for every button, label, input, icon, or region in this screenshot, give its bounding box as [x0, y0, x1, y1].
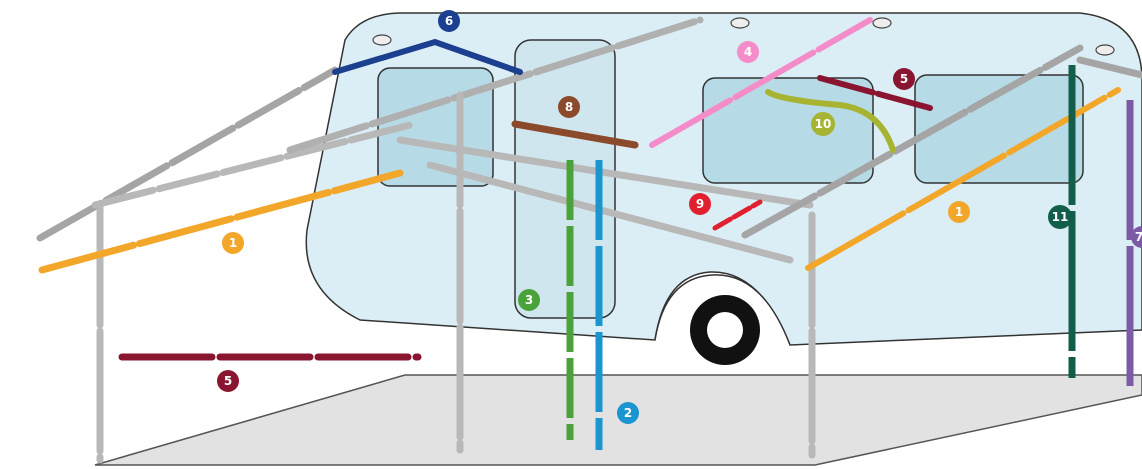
roof-pole-front-mid: [91, 121, 414, 209]
badge-5-top-label: 5: [900, 72, 908, 86]
badge-4: 4: [737, 41, 759, 63]
pole-1-rear: [805, 87, 1121, 271]
badge-9-label: 9: [696, 197, 704, 211]
groundsheet-floor: [94, 374, 1142, 466]
caravan-window-rear: [914, 74, 1084, 184]
badge-7-label: 7: [1135, 230, 1142, 244]
badge-2-label: 2: [624, 406, 632, 420]
badge-6-label: 6: [445, 14, 453, 28]
grey-frame-poles: [36, 16, 1142, 464]
badge-10-label: 10: [815, 117, 832, 131]
pole-6: [332, 38, 523, 75]
badge-11: 11: [1048, 205, 1072, 229]
badge-8: 8: [558, 96, 580, 118]
badge-1-rear: 1: [948, 201, 970, 223]
badge-10: 10: [811, 112, 835, 136]
badge-6: 6: [438, 10, 460, 32]
ridge-pole-4: [741, 44, 1084, 239]
pole-1-front: [38, 169, 404, 274]
badge-5-top: 5: [893, 68, 915, 90]
badge-2: 2: [617, 402, 639, 424]
badge-8-label: 8: [565, 100, 573, 114]
badge-9: 9: [689, 193, 711, 215]
ridge-pole-1: [286, 16, 704, 154]
roof-vents: [372, 17, 1115, 56]
badge-3-label: 3: [525, 293, 533, 307]
caravan-window-middle: [702, 77, 874, 184]
ridge-pole-3: [426, 161, 794, 264]
badge-1-rear-label: 1: [955, 205, 963, 219]
badge-1-front-label: 1: [229, 236, 237, 250]
pole-9: [712, 199, 763, 231]
badge-4-label: 4: [744, 45, 752, 59]
wheel-hub: [707, 312, 743, 348]
roof-pole-front-top: [36, 66, 339, 242]
ridge-pole-5: [1076, 56, 1142, 79]
pole-4: [649, 17, 873, 148]
pole-8: [511, 120, 639, 149]
pole-5-top: [817, 75, 933, 111]
badge-3: 3: [518, 289, 540, 311]
badge-11-label: 11: [1052, 210, 1069, 224]
badge-5-floor: 5: [217, 370, 239, 392]
badge-5-floor-label: 5: [224, 374, 232, 388]
pole-10: [765, 89, 896, 153]
badge-7: 7: [1131, 226, 1142, 248]
caravan-door: [514, 39, 616, 319]
ridge-pole-2: [396, 136, 814, 209]
badge-1-front: 1: [222, 232, 244, 254]
